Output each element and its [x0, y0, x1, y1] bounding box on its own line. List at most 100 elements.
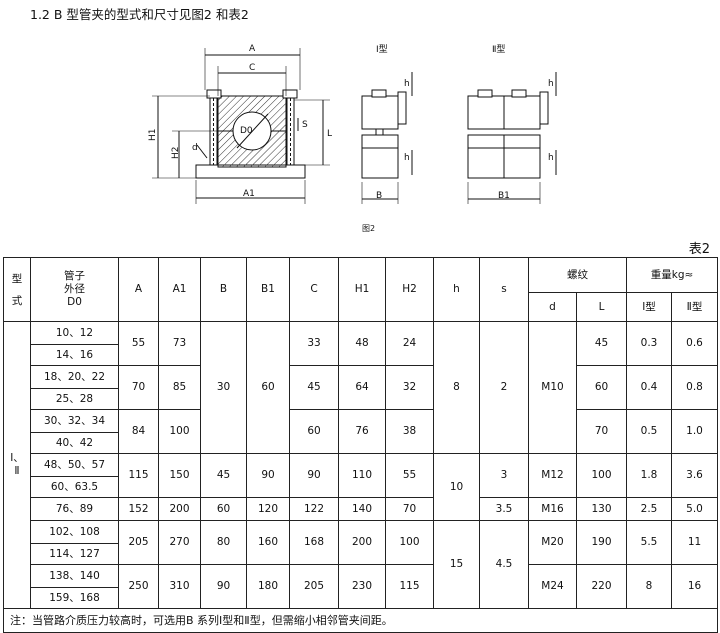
- cell-a: 152: [118, 497, 159, 521]
- clamp-drawing: A C A1 H1 H2 S L d D0 Ⅰ型 B h h: [148, 44, 557, 233]
- cell-weight-ii: 3.6: [670, 453, 719, 498]
- cell-h: 15: [433, 520, 480, 609]
- dim-label-a1: A1: [243, 189, 255, 199]
- cell-c: 90: [289, 453, 339, 498]
- cell-h2: 38: [385, 409, 434, 454]
- header-a1: A1: [158, 257, 201, 322]
- cell-a: 55: [118, 321, 159, 366]
- cell-a1: 100: [158, 409, 201, 454]
- dim-label-h-ii-top: h: [548, 79, 554, 89]
- cell-weight-ii: 0.8: [670, 365, 719, 410]
- header-b1: B1: [246, 257, 290, 322]
- cell-l: 45: [576, 321, 627, 366]
- cell-b1: 160: [246, 520, 290, 565]
- cell-b: 80: [200, 520, 247, 565]
- dim-label-h1: H1: [148, 129, 158, 142]
- cell-a: 84: [118, 409, 159, 454]
- cell-b1: 120: [246, 497, 290, 521]
- section-view: [152, 48, 330, 204]
- dim-label-d: d: [192, 143, 198, 153]
- pipe-size: 159、168: [30, 587, 119, 609]
- dim-label-h-ii-bottom: h: [548, 153, 554, 163]
- pipe-size: 25、28: [30, 388, 119, 410]
- header-l: L: [576, 292, 627, 322]
- cell-weight-i: 0.5: [626, 409, 672, 454]
- cell-a: 70: [118, 365, 159, 410]
- pipe-size: 138、140: [30, 564, 119, 588]
- cell-h1: 64: [338, 365, 386, 410]
- cell-weight-i: 1.8: [626, 453, 672, 498]
- header-h: h: [433, 257, 480, 322]
- cell-b1: 90: [246, 453, 290, 498]
- cell-l: 70: [576, 409, 627, 454]
- cell-c: 45: [289, 365, 339, 410]
- header-h1: H1: [338, 257, 386, 322]
- pipe-size: 76、89: [30, 497, 119, 521]
- cell-b1: 180: [246, 564, 290, 609]
- dim-label-d0: D0: [240, 126, 253, 136]
- cell-b: 90: [200, 564, 247, 609]
- dim-label-h2: H2: [171, 147, 181, 160]
- type-i-label: Ⅰ型: [376, 44, 388, 55]
- header-s: s: [479, 257, 529, 322]
- table-note: 注：当管路介质压力较高时，可选用B 系列Ⅰ型和Ⅱ型，但需缩小相邻管夹间距。: [2, 608, 719, 633]
- cell-h2: 32: [385, 365, 434, 410]
- cell-s: 2: [479, 321, 529, 454]
- dim-label-l: L: [327, 129, 332, 139]
- cell-h1: 76: [338, 409, 386, 454]
- cell-d: M12: [528, 453, 577, 498]
- cell-weight-ii: 0.6: [670, 321, 719, 366]
- cell-weight-i: 0.4: [626, 365, 672, 410]
- cell-a1: 150: [158, 453, 201, 498]
- cell-weight-ii: 16: [670, 564, 719, 609]
- cell-weight-ii: 1.0: [670, 409, 719, 454]
- cell-b: 30: [200, 321, 247, 454]
- dim-label-a: A: [249, 44, 256, 54]
- cell-weight-ii: 11: [670, 520, 719, 565]
- pipe-size: 102、108: [30, 520, 119, 544]
- header-a: A: [118, 257, 159, 322]
- cell-b: 45: [200, 453, 247, 498]
- pipe-size: 60、63.5: [30, 476, 119, 498]
- pipe-size: 40、42: [30, 432, 119, 454]
- cell-a: 250: [118, 564, 159, 609]
- cell-l: 60: [576, 365, 627, 410]
- dim-label-h-i-bottom: h: [404, 153, 410, 163]
- cell-h2: 55: [385, 453, 434, 498]
- table-title: 表2: [688, 242, 710, 257]
- cell-h1: 230: [338, 564, 386, 609]
- cell-h2: 100: [385, 520, 434, 565]
- cell-l: 220: [576, 564, 627, 609]
- section-heading: 1.2 B 型管夹的型式和尺寸见图2 和表2: [30, 7, 249, 22]
- cell-b1: 60: [246, 321, 290, 454]
- cell-s: 3: [479, 453, 529, 498]
- cell-a1: 85: [158, 365, 201, 410]
- pipe-size: 18、20、22: [30, 365, 119, 389]
- dim-label-c: C: [249, 63, 255, 73]
- pipe-size: 30、32、34: [30, 409, 119, 433]
- header-c: C: [289, 257, 339, 322]
- dim-label-s: S: [302, 120, 308, 130]
- cell-b: 60: [200, 497, 247, 521]
- header-d: d: [528, 292, 577, 322]
- type-ii-label: Ⅱ型: [492, 44, 505, 55]
- cell-c: 60: [289, 409, 339, 454]
- pipe-size: 14、16: [30, 344, 119, 366]
- cell-h: 10: [433, 453, 480, 521]
- cell-s: 3.5: [479, 497, 529, 521]
- cell-d: M16: [528, 497, 577, 521]
- cell-weight-ii: 5.0: [670, 497, 719, 521]
- spec-table: 型 式 管子 外径 D0 A A1 B B1 C H1 H2 h s 螺纹 重量…: [2, 257, 719, 633]
- cell-l: 100: [576, 453, 627, 498]
- cell-s: 4.5: [479, 520, 529, 609]
- cell-weight-i: 2.5: [626, 497, 672, 521]
- header-weight-i: Ⅰ型: [626, 292, 672, 322]
- type-ii-view: [467, 72, 557, 204]
- type-i-view: [361, 72, 413, 204]
- cell-l: 190: [576, 520, 627, 565]
- cell-h2: 115: [385, 564, 434, 609]
- cell-a1: 310: [158, 564, 201, 609]
- cell-c: 168: [289, 520, 339, 565]
- cell-h1: 48: [338, 321, 386, 366]
- cell-h1: 140: [338, 497, 386, 521]
